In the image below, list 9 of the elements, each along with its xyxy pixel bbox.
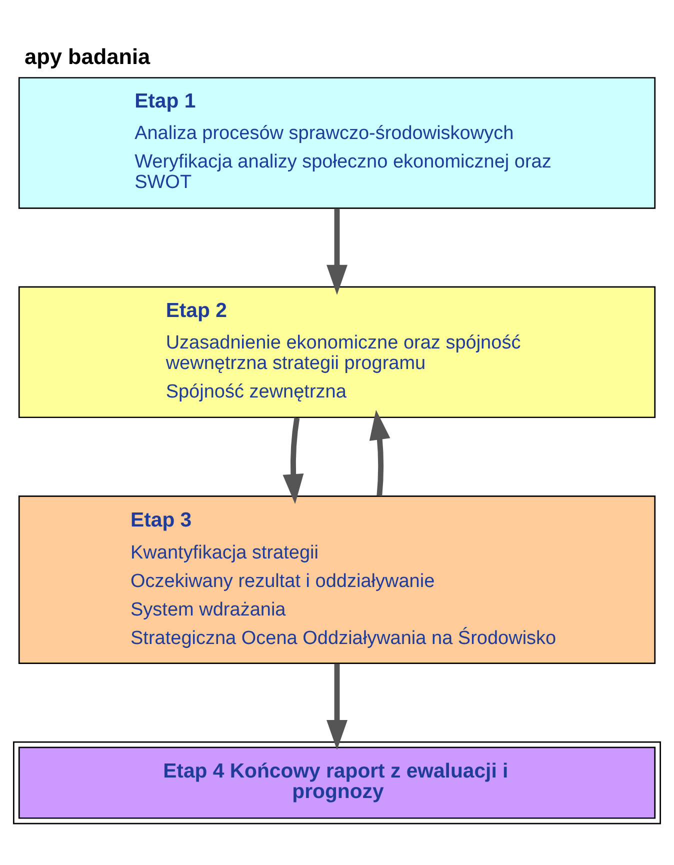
arrow [326,663,348,750]
node-box: Etap 4 Końcowy raport z ewaluacji i prognozy [13,740,661,824]
diagram-title: apy badania [24,43,150,68]
arrow [369,409,390,496]
node-box: Etap 2 Uzasadnienie ekonomiczne oraz spójność wewnętrzna strategii programu Spójność zewnętrzna [18,286,656,418]
arrow [282,417,304,504]
arrow [326,208,348,294]
node-box: Etap 1 Analiza procesów sprawczo-środowiskowych Weryfikacja analizy społeczno ekonomicznej oraz SWOT [18,76,656,208]
node-box: Etap 3 Kwantyfikacja strategii Oczekiwany rezultat i oddziaływanie System wdrażania Strategiczna Ocena Oddziaływania na Środowisko [18,495,656,664]
